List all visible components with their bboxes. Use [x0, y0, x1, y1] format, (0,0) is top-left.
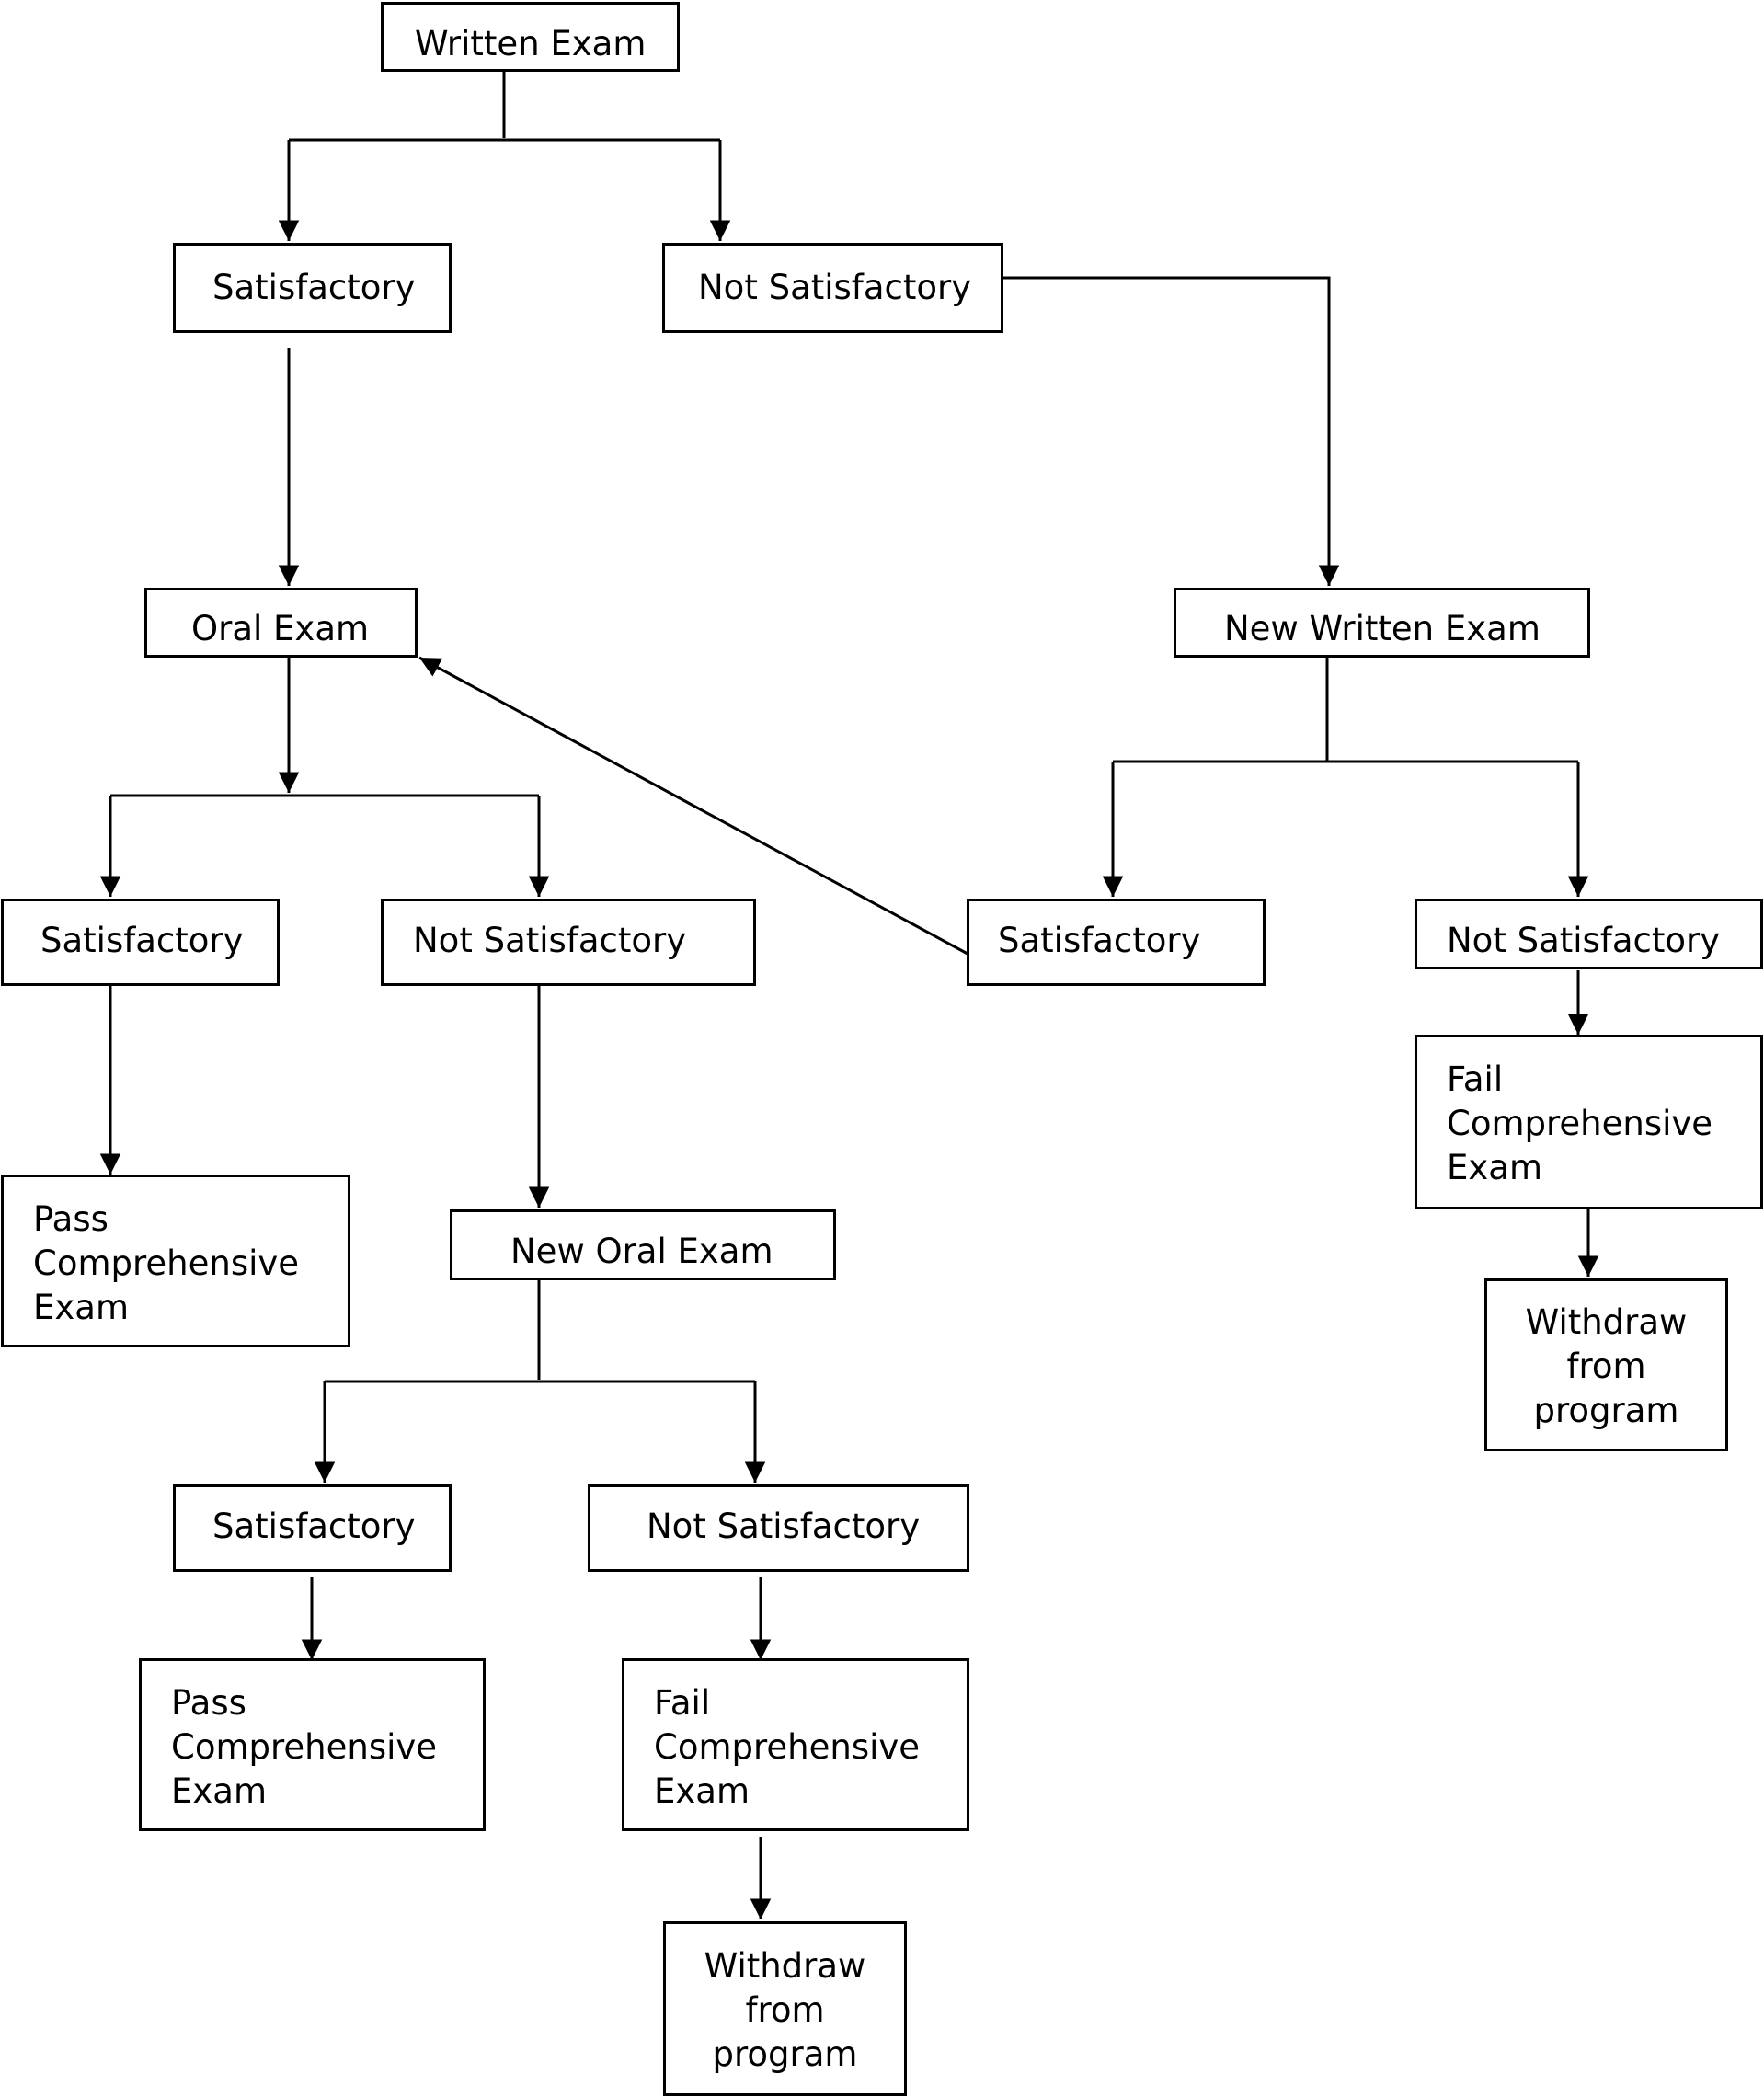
pass-after-new-oral-label: Pass Comprehensive Exam — [171, 1683, 438, 1811]
new-written-not-satisfactory-label: Not Satisfactory — [1447, 921, 1721, 960]
withdraw-after-new-written-label: Withdraw from program — [1525, 1302, 1688, 1430]
written-exam-box: Written Exam — [381, 2, 680, 72]
withdraw-after-new-written-box: Withdraw from program — [1484, 1278, 1728, 1451]
written-exam-label: Written Exam — [415, 24, 647, 63]
fail-after-new-oral-box: Fail Comprehensive Exam — [622, 1658, 969, 1831]
new-written-satisfactory-label: Satisfactory — [998, 921, 1201, 960]
arrow-new-written-satisfactory-to-oral-exam — [418, 656, 968, 956]
written-not-satisfactory-label: Not Satisfactory — [698, 268, 972, 307]
new-oral-satisfactory-label: Satisfactory — [212, 1507, 416, 1546]
written-satisfactory-box: Satisfactory — [173, 243, 452, 333]
arrow-to-new-written-exam — [1002, 276, 1340, 586]
new-oral-not-satisfactory-label: Not Satisfactory — [647, 1507, 921, 1546]
new-oral-exam-box: New Oral Exam — [450, 1209, 836, 1280]
new-written-exam-label: New Written Exam — [1224, 609, 1541, 648]
oral-not-satisfactory-label: Not Satisfactory — [413, 921, 687, 960]
fail-after-new-oral-label: Fail Comprehensive Exam — [654, 1683, 921, 1811]
oral-not-satisfactory-box: Not Satisfactory — [381, 899, 756, 986]
withdraw-after-new-oral-label: Withdraw from program — [704, 1946, 866, 2074]
pass-after-oral-label: Pass Comprehensive Exam — [33, 1199, 300, 1327]
oral-exam-label: Oral Exam — [191, 609, 370, 648]
written-not-satisfactory-box: Not Satisfactory — [662, 243, 1003, 333]
fail-after-new-written-box: Fail Comprehensive Exam — [1415, 1035, 1763, 1209]
new-oral-exam-label: New Oral Exam — [510, 1232, 773, 1271]
new-written-satisfactory-box: Satisfactory — [967, 899, 1266, 986]
new-oral-not-satisfactory-box: Not Satisfactory — [588, 1484, 969, 1572]
new-written-not-satisfactory-box: Not Satisfactory — [1415, 899, 1763, 969]
pass-after-new-oral-box: Pass Comprehensive Exam — [139, 1658, 486, 1831]
new-written-exam-box: New Written Exam — [1174, 588, 1590, 658]
written-satisfactory-label: Satisfactory — [212, 268, 416, 307]
oral-satisfactory-box: Satisfactory — [1, 899, 280, 986]
fail-after-new-written-label: Fail Comprehensive Exam — [1447, 1060, 1713, 1187]
new-oral-satisfactory-box: Satisfactory — [173, 1484, 452, 1572]
pass-after-oral-box: Pass Comprehensive Exam — [1, 1175, 350, 1347]
oral-exam-box: Oral Exam — [144, 588, 418, 658]
withdraw-after-new-oral-box: Withdraw from program — [663, 1921, 907, 2096]
oral-satisfactory-label: Satisfactory — [40, 921, 244, 960]
